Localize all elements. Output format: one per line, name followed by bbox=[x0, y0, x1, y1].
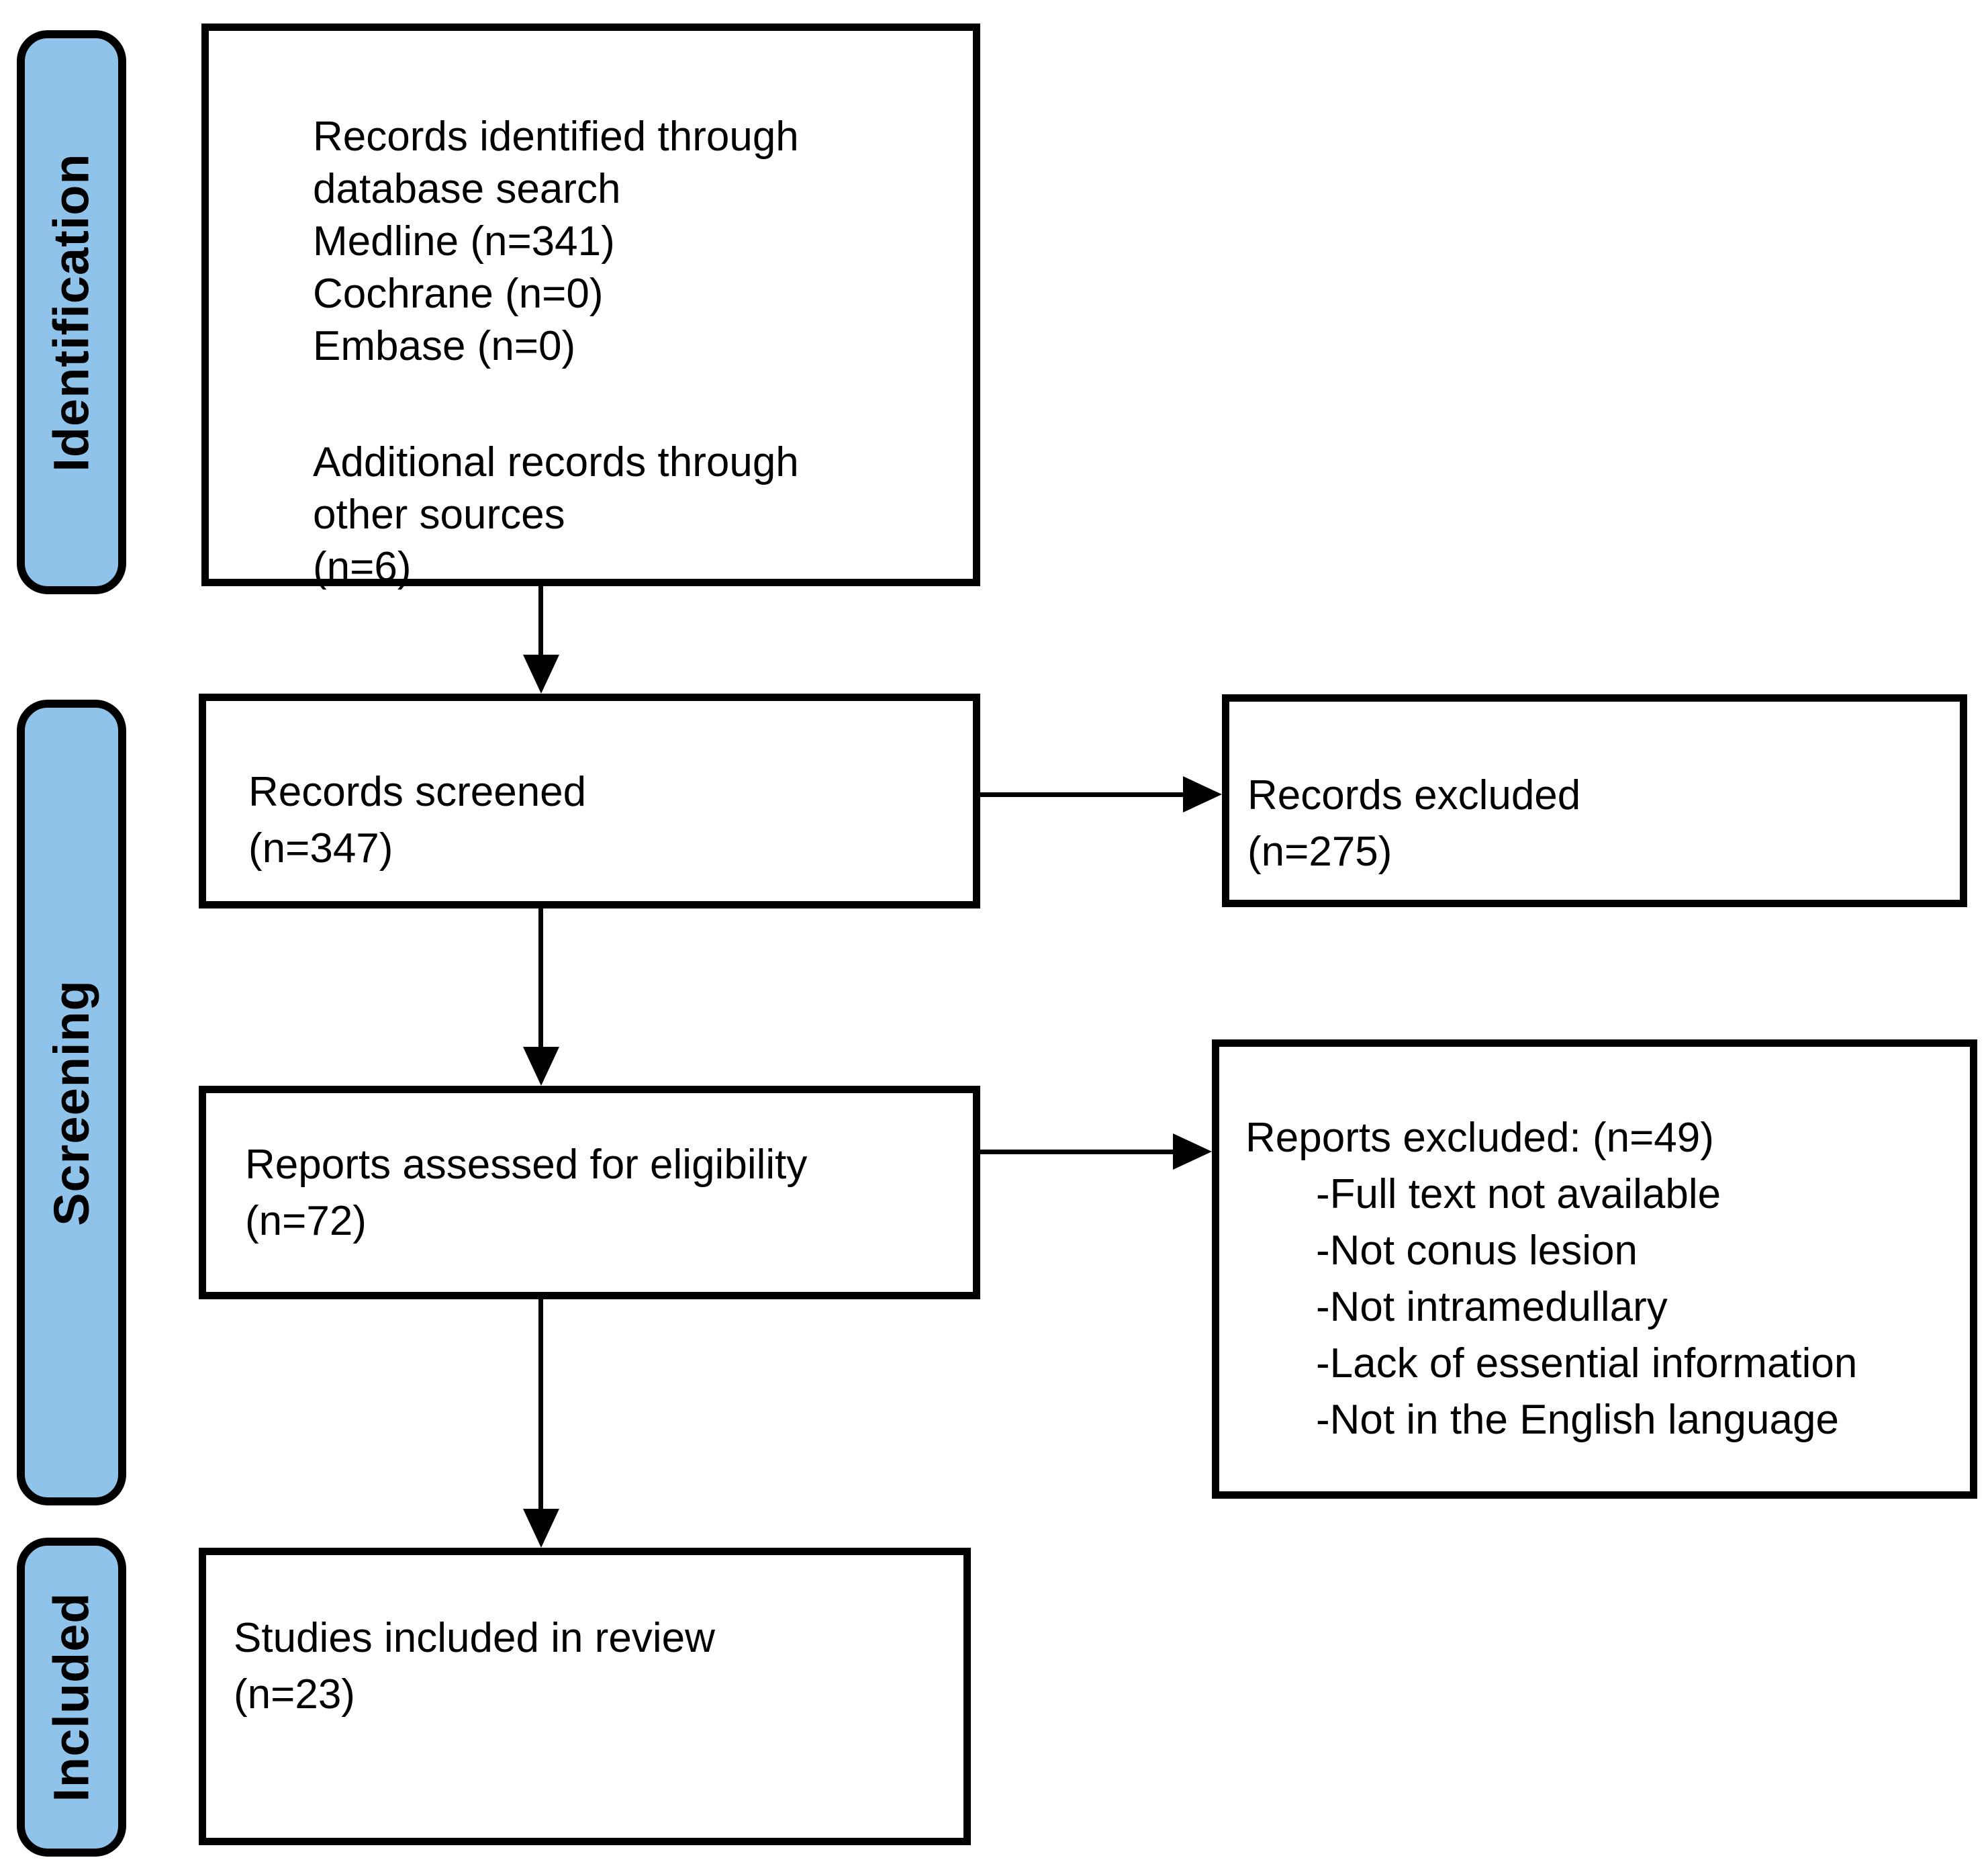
stage-pill-identification: Identification bbox=[17, 30, 126, 594]
box-records-screened: Records screened (n=347) bbox=[199, 694, 980, 908]
exclusion-reason: -Not conus lesion bbox=[1316, 1227, 1638, 1274]
exclusion-reason: -Lack of essential information bbox=[1316, 1340, 1858, 1387]
box-text-line: (n=275) bbox=[1247, 829, 1392, 875]
arrowhead-right-icon bbox=[1183, 776, 1222, 812]
arrow-assessed-to-included bbox=[538, 1298, 543, 1510]
box-text-line: Medline (n=341) bbox=[313, 218, 615, 265]
box-text-line: (n=23) bbox=[234, 1671, 355, 1718]
stage-label-identification: Identification bbox=[44, 152, 100, 472]
box-text-line: Records identified through bbox=[313, 113, 799, 160]
stage-pill-included: Included bbox=[17, 1538, 126, 1857]
stage-label-screening: Screening bbox=[44, 979, 100, 1226]
box-reports-excluded: Reports excluded: (n=49) -Full text not … bbox=[1212, 1039, 1977, 1499]
box-text-line: (n=72) bbox=[245, 1198, 367, 1244]
box-studies-included: Studies included in review (n=23) bbox=[199, 1548, 971, 1845]
box-reports-assessed: Reports assessed for eligibility (n=72) bbox=[199, 1086, 980, 1299]
arrowhead-down-icon bbox=[523, 1509, 559, 1548]
box-text-line: Reports assessed for eligibility bbox=[245, 1141, 808, 1188]
box-records-identified: Records identified through database sear… bbox=[201, 24, 980, 590]
box-text-line: Records screened bbox=[248, 769, 587, 815]
arrow-screened-to-excluded bbox=[977, 792, 1185, 797]
arrowhead-down-icon bbox=[523, 1047, 559, 1086]
box-text-line: Studies included in review bbox=[234, 1615, 715, 1661]
box-text-line: database search bbox=[313, 166, 621, 212]
box-text-line: Reports excluded: (n=49) bbox=[1245, 1115, 1714, 1161]
blank-line-spacer bbox=[313, 373, 959, 436]
arrow-assessed-to-reports-excluded bbox=[977, 1150, 1175, 1154]
box-text-line: (n=6) bbox=[313, 544, 412, 590]
exclusion-reason: -Not in the English language bbox=[1316, 1397, 1839, 1443]
stage-label-included: Included bbox=[44, 1592, 99, 1802]
arrow-screened-to-assessed bbox=[538, 907, 543, 1048]
box-text-line: Embase (n=0) bbox=[313, 323, 576, 369]
exclusion-reason: -Not intramedullary bbox=[1316, 1284, 1668, 1330]
box-text-line: other sources bbox=[313, 492, 565, 538]
box-text-line: Cochrane (n=0) bbox=[313, 271, 604, 317]
arrowhead-right-icon bbox=[1173, 1133, 1212, 1170]
arrowhead-down-icon bbox=[523, 655, 559, 694]
stage-pill-screening: Screening bbox=[17, 700, 126, 1505]
box-text-line: Additional records through bbox=[313, 439, 799, 485]
box-text-line: Records excluded bbox=[1247, 772, 1581, 819]
arrow-identified-to-screened bbox=[538, 585, 543, 662]
box-text-line: (n=347) bbox=[248, 825, 393, 872]
exclusion-reason: -Full text not available bbox=[1316, 1171, 1721, 1217]
box-records-excluded: Records excluded (n=275) bbox=[1222, 694, 1967, 907]
